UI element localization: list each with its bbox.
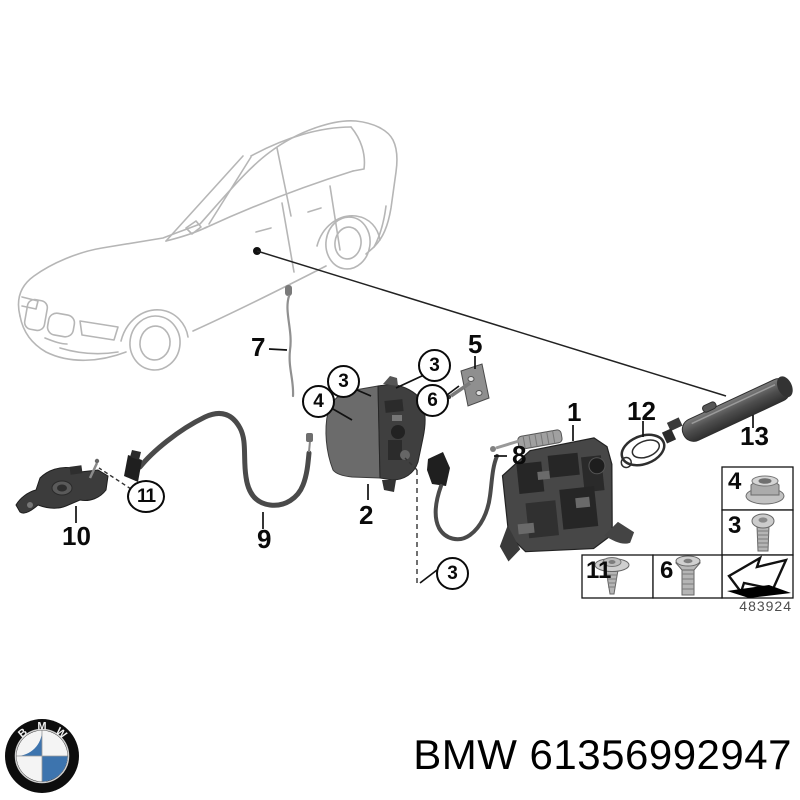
callout-label-9: 9 [257, 524, 272, 554]
callout-label-13: 13 [740, 421, 769, 451]
part-2-door-lock [325, 376, 426, 492]
leader-line-door-to-handle [253, 247, 727, 397]
callout-label-5: 5 [468, 329, 483, 359]
part-10-lock-cylinder [15, 458, 109, 514]
callout-leader-lines [75, 348, 754, 584]
bmw-logo-blue-quadrant [16, 730, 42, 756]
legend-label-4: 4 [728, 468, 742, 495]
callout-circle-11-text: 11 [136, 486, 156, 507]
bmw-logo: B M W [5, 719, 79, 793]
callout-circle-3a: 3 [327, 365, 360, 398]
callout-circle-3b: 3 [418, 349, 451, 382]
callout-label-1: 1 [567, 397, 582, 427]
bmw-logo-letter-m: M [37, 721, 46, 733]
callout-circle-4: 4 [302, 385, 335, 418]
callout-label-12: 12 [627, 396, 656, 426]
callout-label-10: 10 [62, 521, 91, 551]
callout-label-7: 7 [251, 332, 266, 362]
callout-circle-11: 11 [127, 480, 165, 513]
part-11-pin [94, 458, 100, 464]
washer-head-screw-icon [594, 557, 630, 595]
callout-label-2: 2 [359, 500, 374, 530]
direction-arrow-icon [727, 555, 791, 598]
callout-circle-3a-text: 3 [338, 371, 349, 392]
callout-circle-6: 6 [416, 384, 449, 417]
part-number-caption: BMW 61356992947 [413, 731, 792, 778]
callout-circle-3c: 3 [436, 557, 469, 590]
part-1-handle-carrier [499, 437, 635, 562]
legend-label-3: 3 [728, 512, 742, 539]
car-outline-drawing [17, 120, 398, 371]
callout-circle-4-text: 4 [313, 391, 324, 412]
part-12-gasket [620, 433, 666, 469]
part-7-lock-rod [285, 285, 295, 398]
callout-label-8: 8 [512, 440, 527, 470]
figure-number: 483924 [739, 598, 792, 614]
callout-dashed-lines [98, 457, 418, 583]
callout-circle-3c-text: 3 [447, 563, 458, 584]
legend-label-11: 11 [586, 557, 612, 584]
part-9-cable [124, 411, 313, 508]
part-8-bowden-cable [427, 429, 563, 542]
part-13-door-handle [661, 376, 793, 444]
pan-head-screw-icon [751, 513, 775, 552]
countersunk-screw-icon [674, 555, 702, 596]
callout-circle-3b-text: 3 [429, 355, 440, 376]
flange-nut-icon [745, 475, 785, 505]
bmw-logo-blue-quadrant [42, 756, 68, 782]
part-5-striker-plate [446, 363, 490, 407]
legend-label-6: 6 [660, 557, 674, 584]
callout-circle-6-text: 6 [427, 390, 438, 411]
